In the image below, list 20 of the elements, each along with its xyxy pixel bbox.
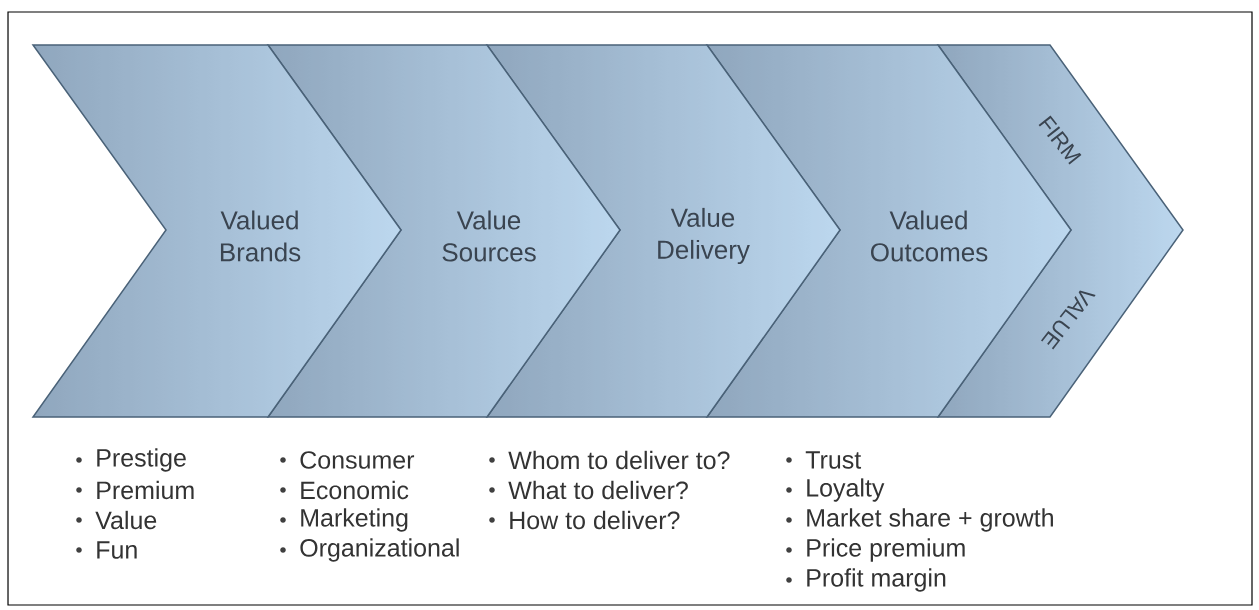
bullet-item: Economic: [280, 480, 409, 500]
step-label: Value Delivery: [658, 207, 750, 265]
bullet-item: Fun: [76, 541, 137, 559]
bullet-item: Organizational: [280, 538, 459, 562]
bullet-item: Whom to deliver to?: [489, 450, 730, 470]
bullet-item: How to deliver?: [489, 510, 680, 530]
bullet-item: Marketing: [280, 508, 408, 532]
bullet-item: Trust: [786, 451, 862, 469]
step-label: Valued Brands: [220, 210, 301, 262]
bullet-item: Profit margin: [786, 568, 946, 592]
bullet-item: Market share + growth: [786, 508, 1053, 532]
bullet-item: Loyalty: [786, 478, 885, 502]
bullet-item: Prestige: [76, 448, 186, 472]
bullet-item: Consumer: [280, 451, 415, 469]
bullet-item: Value: [76, 510, 157, 530]
bullet-item: Price premium: [786, 538, 965, 562]
bullet-item: Premium: [76, 480, 194, 500]
step-label: Valued Outcomes: [871, 210, 988, 262]
step-label: Value Sources: [442, 210, 536, 262]
bullet-item: What to deliver?: [489, 480, 688, 500]
